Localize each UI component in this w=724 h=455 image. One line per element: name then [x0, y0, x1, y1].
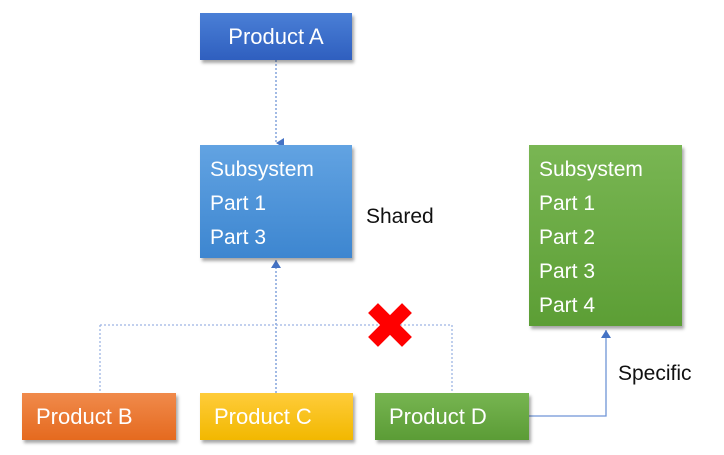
- shared-label: Shared: [366, 205, 434, 228]
- product-b-node[interactable]: Product B: [22, 393, 176, 440]
- shared-subsystem-part: Part 3: [210, 226, 267, 249]
- product-a-node[interactable]: Product A: [200, 13, 352, 60]
- product-c-label: Product C: [214, 403, 312, 429]
- specific-subsystem-part: Part 3: [539, 260, 596, 283]
- specific-subsystem-part: Part 1: [539, 192, 596, 215]
- specific-subsystem-part: Part 2: [539, 226, 596, 249]
- product-d-label: Product D: [389, 403, 487, 429]
- shared-subsystem-part: Part 1: [210, 192, 267, 215]
- specific-label: Specific: [618, 362, 692, 385]
- shared-subsystem-node[interactable]: Subsystem Part 1 Part 3: [200, 145, 352, 258]
- product-a-label: Product A: [228, 23, 324, 49]
- product-c-node[interactable]: Product C: [200, 393, 353, 440]
- shared-subsystem-title: Subsystem: [210, 158, 314, 181]
- product-b-label: Product B: [36, 403, 133, 429]
- red-x-icon: [368, 303, 412, 347]
- specific-subsystem-title: Subsystem: [539, 158, 643, 181]
- specific-subsystem-part: Part 4: [539, 294, 596, 317]
- edge-product-d-to-specific: [529, 330, 611, 417]
- product-d-node[interactable]: Product D: [375, 393, 529, 440]
- specific-subsystem-node[interactable]: Subsystem Part 1 Part 2 Part 3 Part 4: [529, 145, 682, 326]
